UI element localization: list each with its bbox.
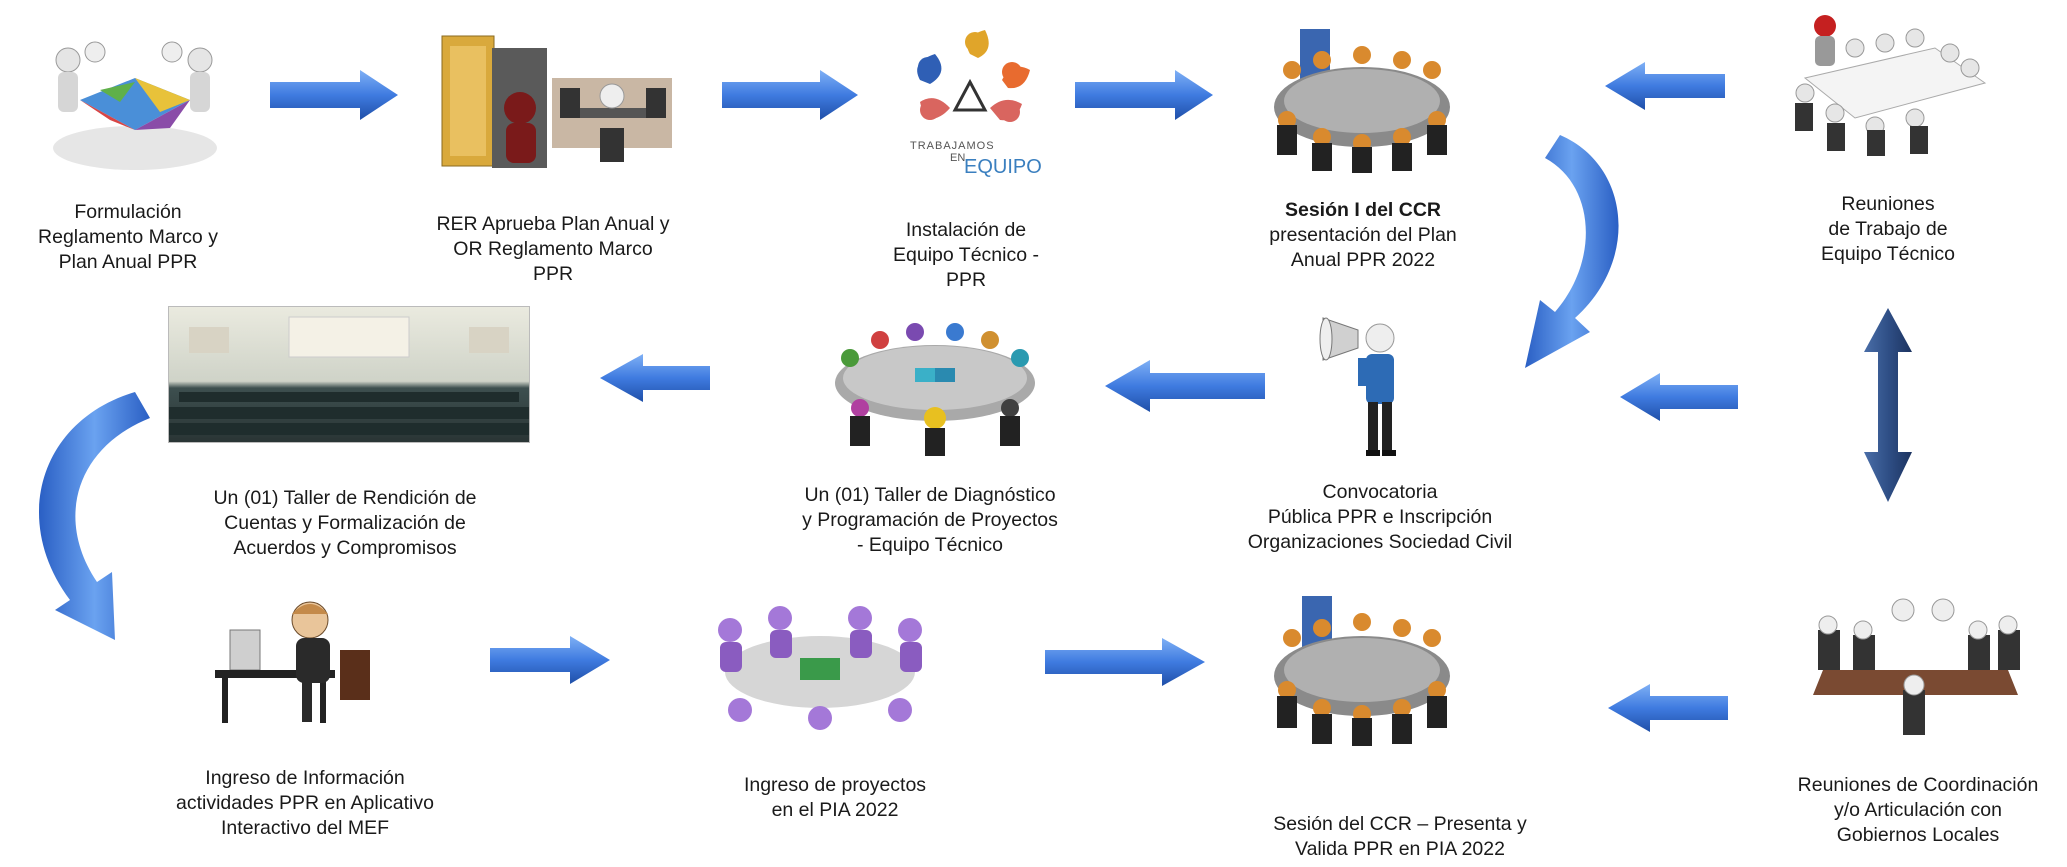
double-arrow-vertical (1864, 308, 1912, 502)
conference-table-icon (1785, 8, 1995, 158)
curved-arrow-down-right (1525, 135, 1619, 368)
arrow-left-6 (1105, 360, 1265, 412)
teamwork-logo-icon: TRABAJAMOS EN EQUIPO (890, 22, 1050, 182)
arrow-right-9 (1045, 638, 1205, 686)
logo-text-line1: TRABAJAMOS (910, 140, 995, 152)
council-table-icon (1262, 25, 1462, 175)
conference-table-icon (1808, 590, 2028, 750)
office-door-icon (432, 28, 682, 180)
arrow-left-10 (1608, 684, 1728, 732)
group-laptop-icon (690, 600, 950, 745)
arrow-right-1 (270, 70, 398, 120)
arrow-left-7 (600, 354, 710, 402)
arrow-right-8 (490, 636, 610, 684)
logo-text-line2: EN (950, 152, 966, 164)
megaphone-person-icon (1318, 300, 1428, 460)
computer-user-icon (210, 590, 390, 730)
logo-text-line3: EQUIPO (964, 156, 1042, 178)
arrow-left-4 (1605, 62, 1725, 110)
arrow-left-5 (1620, 373, 1738, 421)
puzzle-table-icon (820, 308, 1050, 458)
council-table-icon (1262, 590, 1462, 750)
meeting-puzzle-icon (40, 30, 230, 180)
arrow-right-3 (1075, 70, 1213, 120)
arrow-right-2 (722, 70, 858, 120)
auditorium-icon (168, 306, 530, 443)
curved-arrow-down-left (39, 392, 150, 640)
